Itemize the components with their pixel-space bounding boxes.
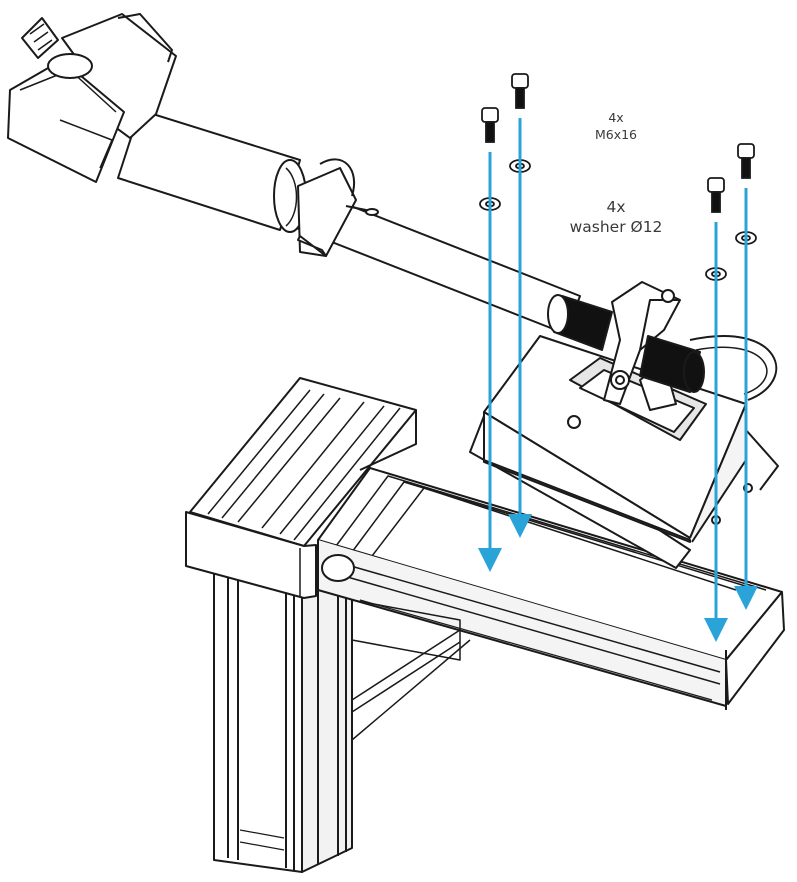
assembly-arrows [478, 118, 758, 642]
screw-3 [707, 177, 725, 213]
screws-quantity-label: 4x [608, 110, 624, 125]
vertical-post [213, 559, 353, 873]
screw-2 [511, 73, 529, 109]
rear-profile [185, 377, 417, 599]
front-profile [317, 467, 785, 741]
screws-group [481, 73, 755, 213]
aluminium-profile-frame [185, 377, 785, 873]
screws-spec-label: M6x16 [594, 127, 638, 142]
washers-quantity-label: 4x [606, 198, 626, 216]
head-unit [7, 13, 177, 183]
telescopic-arm [117, 109, 705, 393]
screw-1 [481, 107, 499, 143]
washers-spec-label: washer Ø12 [569, 218, 663, 236]
screw-4 [737, 143, 755, 179]
